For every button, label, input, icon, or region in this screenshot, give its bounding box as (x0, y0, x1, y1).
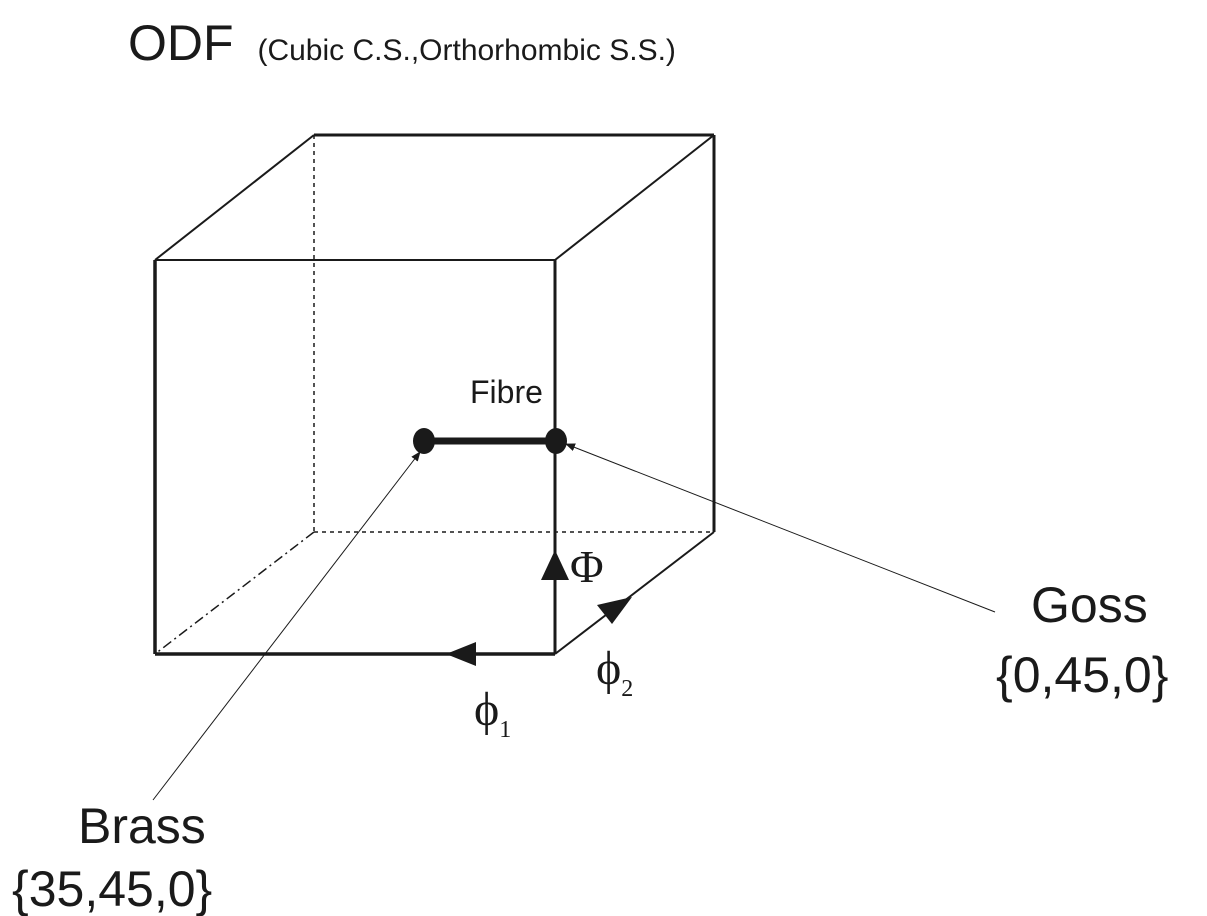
phi1-axis-label: ϕ1 (474, 683, 511, 743)
cube-visible-edges (153, 133, 716, 656)
title-subtitle: (Cubic C.S.,Orthorhombic S.S.) (257, 34, 675, 67)
cube-hidden-edges (154, 135, 714, 655)
Phi-axis-label: Φ (570, 541, 604, 592)
title-main: ODF (128, 15, 234, 71)
fibre-label: Fibre (470, 374, 543, 410)
phi1-arrow-icon (446, 642, 476, 666)
goss-leader-line (565, 443, 996, 613)
phi2-axis-label: ϕ2 (596, 642, 633, 702)
top-right-depth-edge (554, 134, 715, 261)
bottom-right-depth-edge (554, 531, 715, 655)
top-left-depth-edge (154, 134, 315, 261)
goss-label: Goss (1031, 577, 1148, 633)
brass-label: Brass (78, 798, 206, 854)
diagram-title: ODF (Cubic C.S.,Orthorhombic S.S.) (128, 15, 676, 71)
goss-angles: {0,45,0} (996, 647, 1168, 703)
hidden-edge-depth (154, 531, 315, 655)
brass-angles: {35,45,0} (12, 861, 212, 916)
phi2-arrow-icon (597, 597, 632, 624)
goss-point (545, 428, 567, 454)
axis-arrows (446, 550, 632, 666)
brass-leader-line (152, 451, 421, 801)
brass-point (413, 428, 435, 454)
Phi-arrow-icon (541, 550, 569, 580)
